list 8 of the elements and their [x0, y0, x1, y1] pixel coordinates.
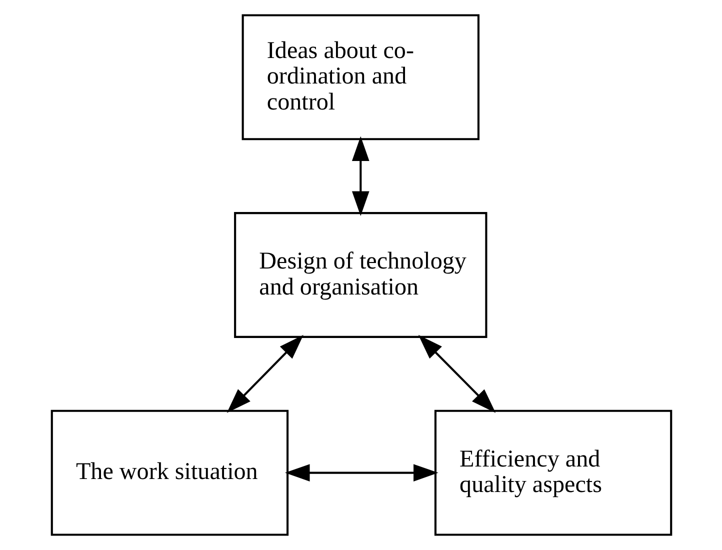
arrow: [284, 464, 438, 482]
arrow: [351, 136, 369, 216]
node-box: Design of technology and organisation: [234, 212, 487, 338]
node-box: The work situation: [50, 410, 288, 536]
node-box: Ideas about co-ordination and control: [241, 14, 479, 140]
arrow: [226, 334, 303, 413]
node-box: Efficiency and quality aspects: [434, 410, 672, 536]
arrow: [418, 334, 496, 413]
